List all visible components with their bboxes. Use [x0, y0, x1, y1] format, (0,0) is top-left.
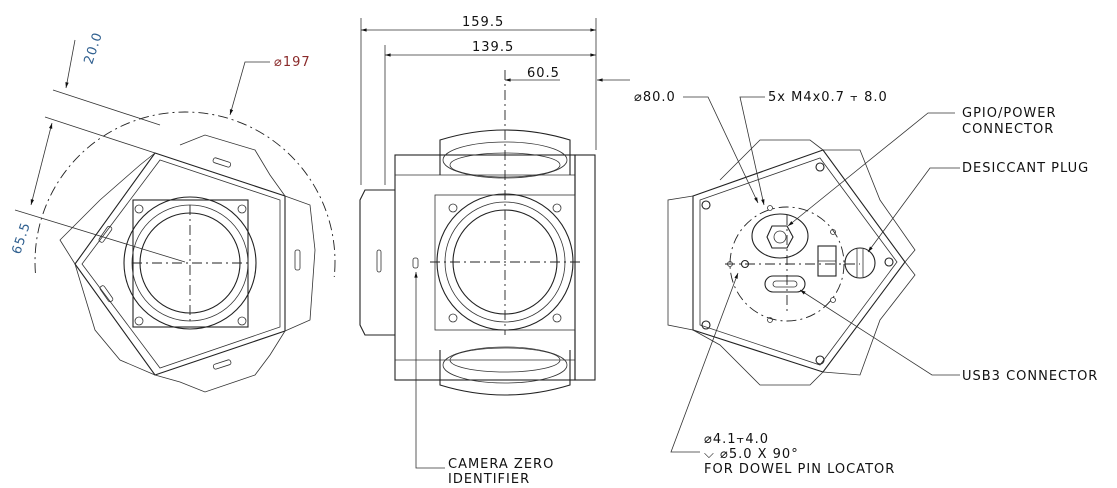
left-view: 20.0 65.5 ⌀197	[10, 30, 335, 412]
callout-gpio-line1: GPIO/POWER	[962, 106, 1057, 121]
dim-139-5: 139.5	[472, 40, 514, 55]
callout-gpio-line2: CONNECTOR	[962, 122, 1054, 137]
callout-dowel-line2: ⌵ ⌀5.0 X 90°	[704, 447, 799, 462]
dim-bolt-circle-80: ⌀80.0	[634, 90, 676, 105]
callout-threads: 5x M4x0.7 ⫟ 8.0	[768, 90, 888, 105]
callout-dowel-line3: FOR DOWEL PIN LOCATOR	[704, 462, 895, 477]
rear-view: ⌀80.0 5x M4x0.7 ⫟ 8.0 GPIO/POWER CONNECT…	[634, 90, 1098, 477]
callout-dowel-line1: ⌀4.1⫟4.0	[704, 432, 769, 447]
callout-camera-zero-line2: IDENTIFIER	[448, 472, 530, 487]
lens-outer	[123, 196, 257, 330]
callout-desiccant-plug: DESICCANT PLUG	[962, 161, 1089, 176]
desiccant-plug	[844, 247, 876, 279]
pentagon-frame	[74, 152, 286, 376]
gpio-connector	[751, 213, 809, 259]
camera-zero-mark	[412, 257, 419, 269]
dim-159-5: 159.5	[462, 15, 504, 30]
pentagon-frame	[692, 149, 906, 373]
callout-usb3-connector: USB3 CONNECTOR	[962, 369, 1098, 384]
dim-20: 20.0	[82, 30, 106, 66]
front-view: 159.5 139.5 60.5 CAMERA ZERO IDENTIFIER	[359, 15, 630, 487]
callout-camera-zero-line1: CAMERA ZERO	[448, 457, 554, 472]
dim-diameter-197: ⌀197	[274, 55, 311, 70]
dim-65-5: 65.5	[10, 220, 34, 256]
bolt-circle	[729, 206, 845, 322]
camera-mount	[132, 199, 249, 328]
dim-60-5: 60.5	[527, 66, 560, 81]
end-plate	[574, 154, 596, 381]
body	[394, 154, 576, 381]
usb3-connector	[764, 275, 806, 293]
